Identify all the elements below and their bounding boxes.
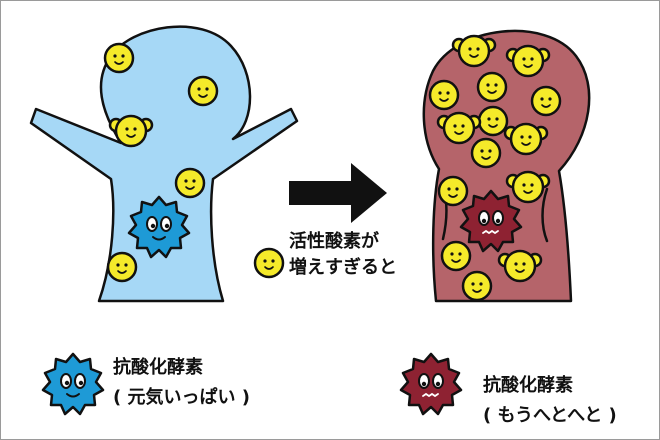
- ros-label-line2: 増えすぎると: [289, 257, 397, 278]
- ros-molecule-icon: [428, 79, 460, 111]
- ros-molecule-icon: [174, 167, 206, 199]
- ros-label: 活性酸素が 増えすぎると: [289, 229, 397, 281]
- right-arrow-icon: [289, 163, 387, 223]
- tired-enzyme-label-line2: ( もうへとへと ): [483, 405, 617, 426]
- ros-molecule-icon: [530, 85, 562, 117]
- ros-molecule-icon: [440, 240, 472, 272]
- active-enzyme-label-line1: 抗酸化酵素: [113, 357, 203, 378]
- tired-enzyme-legend-icon: [399, 352, 463, 416]
- active-enzyme-label: 抗酸化酵素 ( 元気いっぱい ): [113, 353, 250, 413]
- ros-molecule-icon: [437, 175, 469, 207]
- ros-molecule-icon: [106, 251, 138, 283]
- ros-molecule-icon: [470, 137, 502, 169]
- ros-molecule-icon: [103, 42, 135, 74]
- ros-molecule-icon: [477, 105, 509, 137]
- ros-molecule-icon: [187, 75, 219, 107]
- ros-molecule-icon: [461, 270, 493, 302]
- ros-legend-icon: [253, 247, 285, 279]
- tired-enzyme-label-line1: 抗酸化酵素: [483, 375, 573, 396]
- active-enzyme-label-line2: ( 元気いっぱい ): [113, 387, 250, 408]
- tired-enzyme-label: 抗酸化酵素 ( もうへとへと ): [483, 371, 617, 431]
- ros-molecule-icon: [476, 71, 508, 103]
- ros-label-line1: 活性酸素が: [289, 231, 379, 252]
- active-enzyme-legend-icon: [41, 352, 105, 416]
